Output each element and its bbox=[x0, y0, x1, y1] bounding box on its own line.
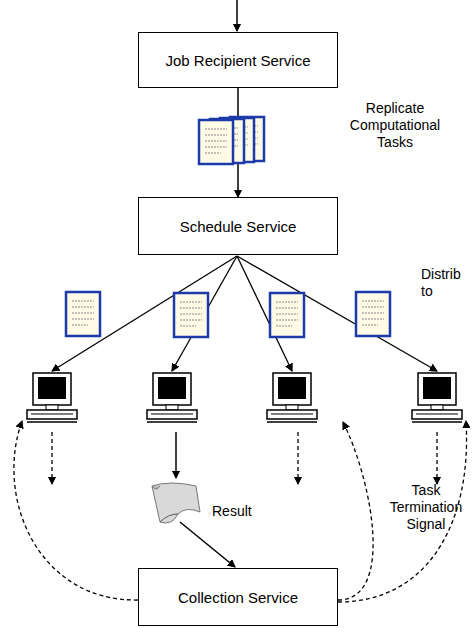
result-scroll bbox=[152, 483, 200, 523]
continuation-arrows bbox=[52, 432, 437, 484]
annotation-label: Task Termination Signal bbox=[378, 482, 474, 533]
distribution-lines bbox=[52, 256, 437, 371]
result-to-collection bbox=[180, 522, 235, 567]
annotation-label: Distrib to bbox=[421, 266, 474, 300]
service-box: Job Recipient Service bbox=[138, 32, 338, 88]
task-documents bbox=[66, 292, 390, 337]
service-box: Collection Service bbox=[138, 568, 338, 626]
service-name: Schedule Service bbox=[180, 218, 297, 235]
result-arrow bbox=[175, 432, 177, 478]
replicated-task-stack bbox=[199, 117, 264, 164]
annotation-label: Replicate Computational Tasks bbox=[333, 100, 457, 151]
service-name: Job Recipient Service bbox=[165, 52, 310, 69]
annotation-label: Result bbox=[212, 503, 272, 520]
input-arrow bbox=[236, 0, 238, 31]
computer-icons bbox=[27, 373, 462, 422]
service-box: Schedule Service bbox=[138, 197, 338, 255]
service-name: Collection Service bbox=[178, 589, 298, 606]
